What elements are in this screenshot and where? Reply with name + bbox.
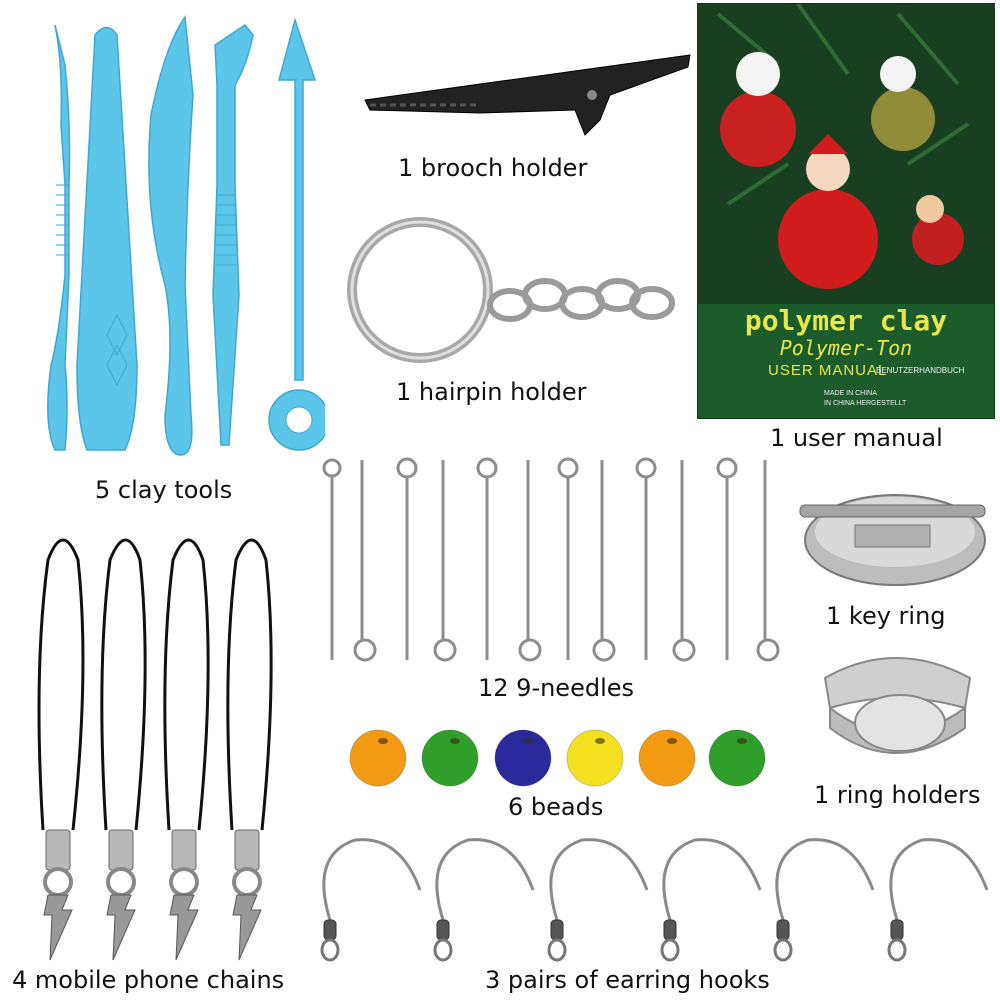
user-manual-image: polymer clay Polymer-Ton USER MANUAL BEN… [697,3,995,419]
manual-benutzerhandbuch: BENUTZERHANDBUCH [876,366,965,375]
beads-image [349,729,766,787]
brooch-holder-image [364,54,691,136]
needles-image [322,457,780,662]
manual-user-manual-text: USER MANUAL [768,362,888,379]
ring-holder-image [823,657,972,754]
key-ring-image [799,494,986,586]
phone-chains-image [37,538,273,961]
clay-tools-label: 5 clay tools [95,476,233,504]
user-manual-label: 1 user manual [770,424,943,452]
hairpin-holder-image [347,217,675,363]
needles-label: 12 9-needles [478,674,635,702]
key-ring-label: 1 key ring [826,602,946,630]
manual-made-in: MADE IN CHINA [824,390,877,397]
clay-tools-image [47,14,325,456]
earring-hooks-label: 3 pairs of earring hooks [485,966,770,994]
manual-subtitle: Polymer-Ton [779,336,913,360]
manual-title: polymer clay [744,304,948,337]
ring-holders-label: 1 ring holders [814,781,981,809]
manual-made-in-de: IN CHINA HERGESTELLT [824,400,907,407]
hairpin-holder-label: 1 hairpin holder [396,378,587,406]
brooch-holder-label: 1 brooch holder [398,154,588,182]
beads-label: 6 beads [508,793,604,821]
phone-chains-label: 4 mobile phone chains [12,966,285,994]
earring-hooks-image [320,838,989,962]
